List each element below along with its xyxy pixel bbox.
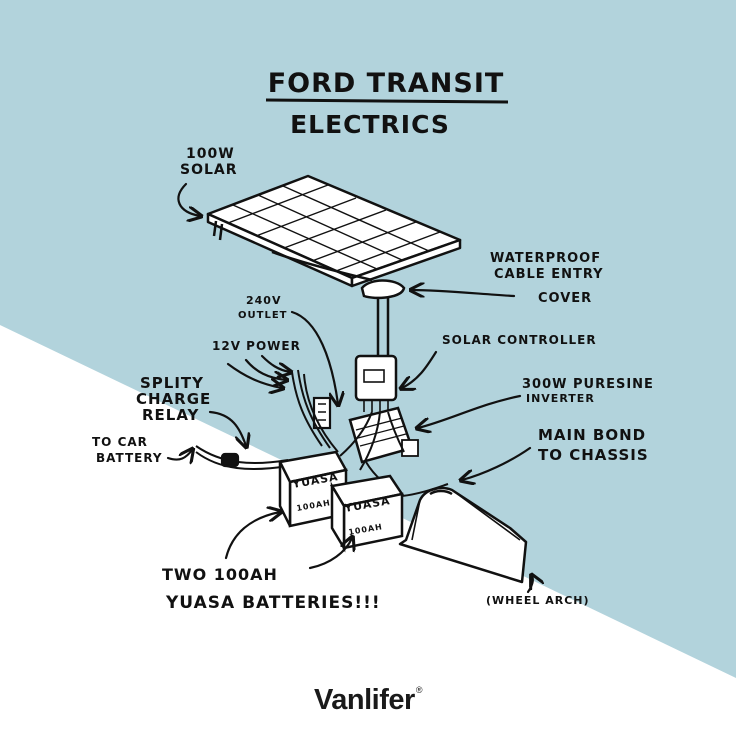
label-outlet: OUTLET [238,310,287,321]
label-batteries-2: YUASA BATTERIES!!! [165,593,381,613]
charge-relay [220,452,240,468]
arrow-main-bond [462,446,532,480]
label-relay-2: CHARGE [136,390,211,408]
annotation-arrows [166,182,533,594]
label-car-battery-2: BATTERY [96,451,163,465]
label-solar: SOLAR [180,162,238,178]
arrow-12v-b [244,358,286,380]
registered-mark: ® [415,685,423,695]
label-batteries-1: TWO 100AH [162,565,278,584]
label-main-bond-1: MAIN BOND [538,426,646,444]
label-relay-3: RELAY [142,406,200,424]
label-waterproof-1: WATERPROOF [490,251,601,266]
label-waterproof-2: CABLE ENTRY [494,267,604,282]
label-wheel-arch: (WHEEL ARCH) [486,594,590,607]
label-outlet-voltage: 240V [246,294,281,307]
arrow-battery-left [224,512,280,560]
label-12v-power: 12V POWER [212,339,301,353]
solar-panel [206,174,462,288]
arrow-inverter [418,394,522,428]
arrow-outlet [290,310,338,404]
arrow-car-battery [166,450,192,460]
label-inverter-2: INVERTER [526,392,595,405]
label-main-bond-2: TO CHASSIS [538,446,649,464]
label-solar-watt: 100W [186,146,235,162]
title-underline [265,98,509,104]
label-car-battery-1: TO CAR [92,435,148,449]
arrow-battery-right [308,538,352,570]
twelve-volt-outlet [312,396,332,430]
arrow-relay [208,410,246,446]
battery-right [329,474,405,553]
arrow-solar-controller [402,350,438,388]
vanlifer-logo: Vanlifer® [0,684,736,717]
arrow-wheel-arch [526,576,533,594]
label-inverter-1: 300W PURESINE [522,377,654,392]
brand-name: Vanlifer [314,684,415,716]
wheel-arch [398,486,528,584]
arrow-12v-c [260,354,290,372]
arrow-cable-cover [412,290,516,296]
label-solar-controller: SOLAR CONTROLLER [442,333,597,347]
arrow-solar [177,182,200,216]
solar-controller [354,354,398,412]
label-relay-1: SPLITY [140,374,204,392]
title-line-1: FORD TRANSIT [268,68,505,99]
cable-entry-cover [360,279,406,358]
label-waterproof-3: COVER [538,291,592,306]
title-line-2: ELECTRICS [290,110,450,139]
